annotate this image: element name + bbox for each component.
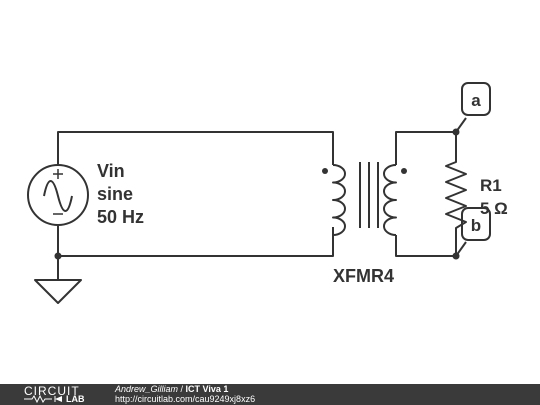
resistor-name-label: R1 <box>480 176 502 195</box>
wire-secondary-bottom <box>395 235 457 257</box>
source-frequency-label: 50 Hz <box>97 207 144 227</box>
circuitlab-logo[interactable]: CIRCUIT LAB <box>24 384 96 405</box>
junction-probe-a <box>452 128 460 136</box>
wire-primary-bottom <box>57 226 334 257</box>
resistor-zigzag <box>445 155 467 235</box>
logo-wire-icon <box>24 394 62 403</box>
wire-primary-top <box>57 131 334 165</box>
sine-wave-icon <box>43 180 73 212</box>
logo-text-circuit: CIRCUIT <box>24 384 80 398</box>
transformer-secondary-coil <box>383 164 397 236</box>
source-waveform-label: sine <box>97 184 133 204</box>
credit-separator: / <box>178 384 186 394</box>
credit-line: Andrew_Gilliam / ICT Viva 1 <box>115 384 228 394</box>
probe-b-label: b <box>471 216 481 235</box>
junction-ground <box>54 252 62 260</box>
primary-polarity-dot <box>322 168 328 174</box>
probe-a-label: a <box>471 91 481 110</box>
secondary-polarity-dot <box>401 168 407 174</box>
resistor-value-label: 5 Ω <box>480 199 508 218</box>
author-link[interactable]: Andrew_Gilliam <box>115 384 179 394</box>
junction-probe-b <box>452 252 460 260</box>
probe-a-tag[interactable] <box>461 82 491 116</box>
logo-text-lab: LAB <box>66 394 85 404</box>
circuitlab-footer: CIRCUIT LAB Andrew_Gilliam / ICT Viva 1 … <box>0 384 540 405</box>
circuit-schematic: Vin sine 50 Hz XFMR4 R1 5 Ω a b <box>27 82 508 304</box>
probe-b-tag[interactable] <box>461 207 491 241</box>
circuit-title[interactable]: ICT Viva 1 <box>185 384 229 394</box>
wire-secondary-top <box>395 131 457 165</box>
ground-icon <box>34 279 82 304</box>
transformer-primary-coil <box>332 164 346 236</box>
voltage-source-symbol <box>27 164 89 226</box>
source-name-label: Vin <box>97 161 125 181</box>
circuit-url-link[interactable]: http://circuitlab.com/cau9249xj8xz6 <box>115 394 256 404</box>
transformer-name-label: XFMR4 <box>333 266 394 286</box>
